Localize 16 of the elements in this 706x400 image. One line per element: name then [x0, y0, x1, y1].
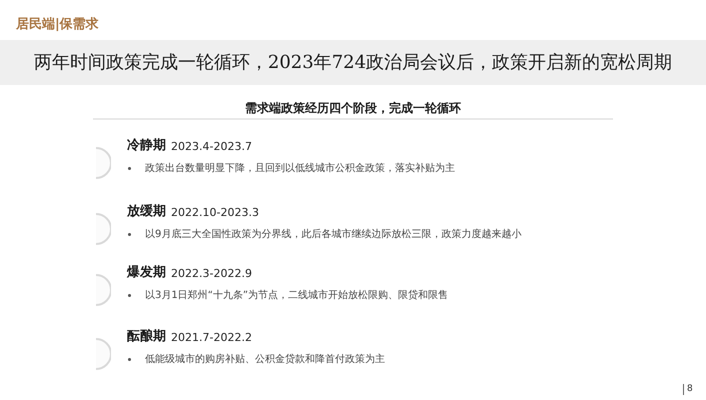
page-number: 8: [683, 384, 693, 395]
bullet-text: 以9月底三大全国性政策为分界线，此后各城市继续边际放松三限，政策力度越来越小: [145, 228, 522, 242]
chart-subtitle: 需求端政策经历四个阶段，完成一轮循环: [245, 100, 461, 116]
bullet-text: 以3月1日郑州“十九条”为节点，二线城市开始放松限购、限贷和限售: [145, 288, 448, 303]
date-range: 2021.7-2022.2: [171, 330, 252, 346]
section-header: 居民端|保需求: [16, 16, 99, 34]
stage-heading: 酝酿期: [127, 328, 166, 346]
slide-title: 两年时间政策完成一轮循环，2023年724政治局会议后，政策开启新的宽松周期: [32, 52, 674, 74]
date-range: 2022.10-2023.3: [171, 205, 259, 221]
date-range: 2022.3-2022.9: [171, 266, 252, 282]
stage-heading: 爆发期: [127, 264, 166, 282]
bullet-text: 政策出台数量明显下降，且回到以低线城市公积金政策，落实补贴为主: [145, 162, 455, 176]
date-range: 2023.4-2023.7: [171, 139, 252, 155]
bullet-text: 低能级城市的购房补贴、公积金贷款和降首付政策为主: [145, 352, 385, 367]
stage-heading: 放缓期: [127, 203, 166, 221]
stage-heading: 冷静期: [127, 137, 166, 155]
